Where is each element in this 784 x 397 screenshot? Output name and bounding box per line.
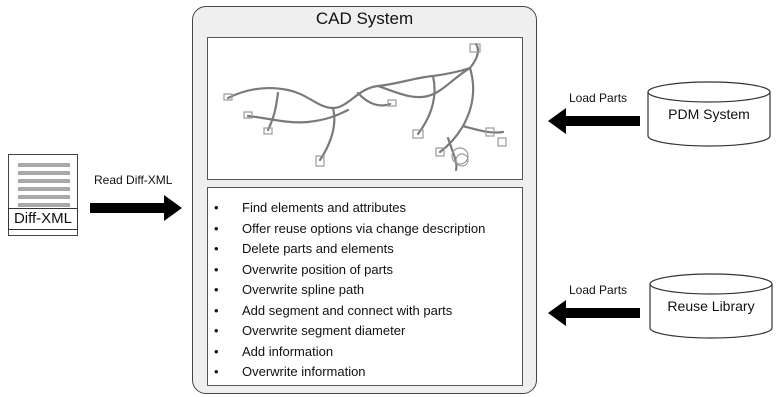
reuse-arrow xyxy=(548,300,640,326)
list-item: •Find elements and attributes xyxy=(214,200,407,215)
read-arrow xyxy=(90,195,182,221)
list-item: •Overwrite segment diameter xyxy=(214,323,406,338)
pdm-load-parts-label: Load Parts xyxy=(569,91,628,105)
read-diff-xml-label: Read Diff-XML xyxy=(94,173,173,187)
list-item: •Overwrite position of parts xyxy=(214,261,394,277)
cad-system-title: CAD System xyxy=(315,9,414,28)
reuse-library-cylinder xyxy=(649,273,773,339)
pdm-arrow xyxy=(548,108,640,134)
operations-panel: •Find elements and attributes •Offer reu… xyxy=(207,187,523,386)
reuse-load-parts-label: Load Parts xyxy=(569,283,628,297)
pdm-system-cylinder xyxy=(647,81,771,147)
list-item: •Overwrite information xyxy=(214,364,366,379)
pdm-system-label: PDM System xyxy=(668,106,750,122)
diff-xml-label: Diff-XML xyxy=(8,208,78,230)
list-item: •Add information xyxy=(214,343,334,359)
list-item: •Overwrite spline path xyxy=(214,282,365,297)
operations-list: •Find elements and attributes •Offer reu… xyxy=(208,198,485,383)
list-item: •Offer reuse options via change descript… xyxy=(214,220,486,236)
list-item: •Add segment and connect with parts xyxy=(214,302,453,318)
wire-harness-drawing xyxy=(223,42,507,172)
reuse-library-label: Reuse Library xyxy=(667,298,755,314)
list-item: •Delete parts and elements xyxy=(214,241,394,256)
wire-harness-image xyxy=(207,37,523,180)
